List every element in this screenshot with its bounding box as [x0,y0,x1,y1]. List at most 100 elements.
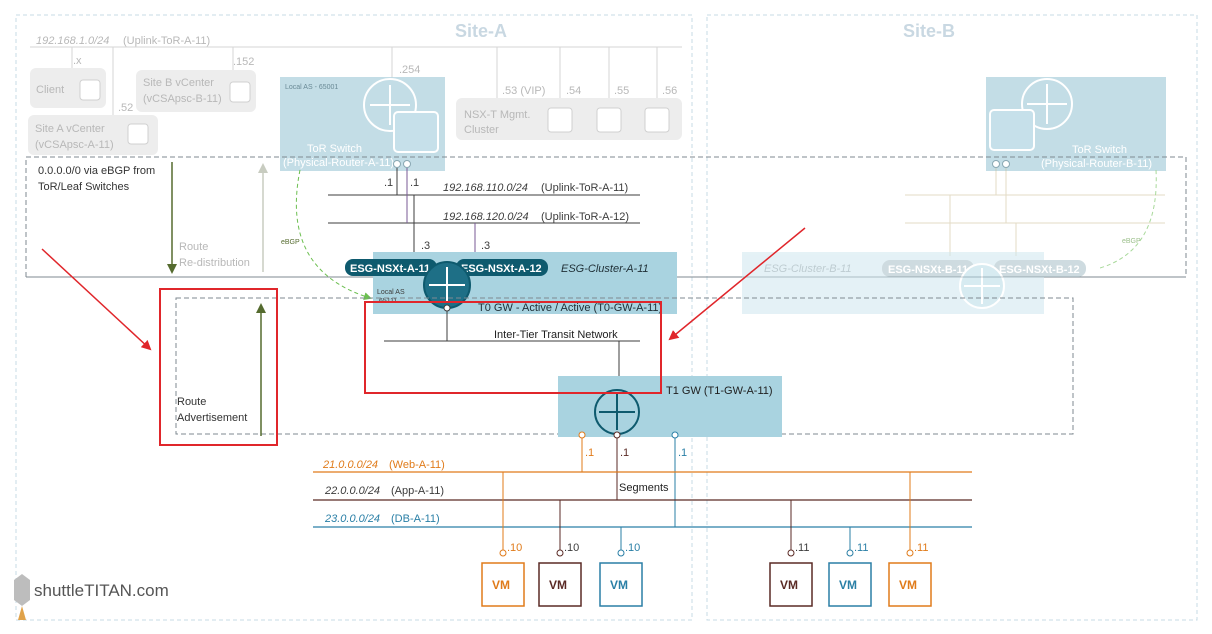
uplink-1-tor-ip: .1 [384,177,393,189]
esg-node-a12 [456,259,548,276]
esg-node-a12-label: ESG-NSXt-A-12 [461,263,542,275]
site-b-boundary: Site-B [706,14,1198,621]
vcenter-icon [127,123,149,145]
route-advertisement-highlight [159,288,278,446]
nsx-ip-54: .54 [566,85,581,97]
default-route-annotation: 0.0.0.0/0 via eBGP from ToR/Leaf Switche… [38,162,177,274]
vm-web-a[interactable]: .10 VM [481,542,525,607]
route-advertisement-line2: Advertisement [177,412,247,424]
site-a-boundary: Site-A [15,14,693,621]
db-segment-name: (DB-A-11) [391,513,440,525]
vm-label: VM [780,578,798,592]
default-route-line1: 0.0.0.0/0 via eBGP from [38,165,155,177]
vm-web-b[interactable]: .11 VM [888,542,932,607]
client-ip: .x [73,55,82,67]
vm-label: VM [610,578,628,592]
tor-b-host: (Physical-Router-B-11) [1041,158,1152,170]
vm-label: VM [549,578,567,592]
tor-switch-b: ToR Switch (Physical-Router-B-11) [986,77,1166,171]
site-b-title: Site-B [903,21,955,41]
db-segment-subnet: 23.0.0.0/24 [324,513,380,525]
shuttle-icon [14,574,30,606]
app-segment-name: (App-A-11) [391,485,444,497]
vm-ip: .10 [564,542,579,554]
site-b-vcenter-name: Site B vCenter [143,77,214,89]
default-route-line2: ToR/Leaf Switches [38,181,130,193]
shuttletitan-logo: shuttleTITAN.com [14,574,169,620]
switch-icon [393,111,439,153]
mgmt-network: 192.168.1.0/24 (Uplink-ToR-A-11) [30,35,682,118]
vm-db-b[interactable]: .11 VM [828,542,872,607]
vm-label: VM [839,578,857,592]
site-a-vcenter-host: (vCSApsc-A-11) [35,139,114,151]
tor-a-local-as: Local AS - 65001 [285,84,338,91]
nsx-cluster-name-2: Cluster [464,124,499,136]
vm-label: VM [899,578,917,592]
db-gw-ip: .1 [678,447,687,459]
ebgp-b-label: eBGP [1122,238,1141,245]
tor-b-name: ToR Switch [1072,144,1127,156]
redistribution-annotation: Route Re-distribution [179,163,268,272]
app-gw-ip: .1 [620,447,629,459]
callout-arrow-left [41,248,152,351]
vm-ip: .11 [914,542,928,554]
tor-a-name: ToR Switch [307,143,362,155]
tor-switch-a: Local AS - 65001 .254 ToR Switch (Physic… [280,64,445,171]
logo-text: shuttleTITAN.com [34,581,169,600]
web-segment-name: (Web-A-11) [389,459,445,471]
nsx-cluster-name: NSX-T Mgmt. [464,109,530,121]
esg-2-ip: .3 [481,240,490,252]
route-advertisement-annotation: Route Advertisement [159,288,278,446]
vm-app-a[interactable]: .10 VM [538,542,582,607]
t0-gateway-label: T0 GW - Active / Active (T0-GW-A-11) [478,302,662,314]
esg-node-b12-label: ESG-NSXt-B-12 [999,264,1080,276]
site-b-esg-panel: ESG-Cluster-B-11 ESG-NSXt-B-11 ESG-NSXt-… [742,252,1086,314]
vm-ip: .10 [625,542,640,554]
mgmt-network-name: (Uplink-ToR-A-11) [123,35,210,47]
vm-label: VM [492,578,510,592]
segments: 21.0.0.0/24 (Web-A-11) 22.0.0.0/24 (App-… [313,459,972,528]
esg-cluster-a-label: ESG-Cluster-A-11 [561,263,649,275]
tor-a-ip: .254 [399,64,420,76]
uplink-networks: 192.168.110.0/24 (Uplink-ToR-A-11) 192.1… [328,168,640,262]
uplink-2-name: (Uplink-ToR-A-12) [541,211,629,223]
manager-icon [644,107,670,133]
ebgp-a-label: eBGP [281,239,300,246]
tor-a-host: (Physical-Router-A-11) [283,157,394,169]
nsx-ip-55: .55 [614,85,629,97]
esg-node-a11-label: ESG-NSXt-A-11 [350,263,430,275]
t1-gateway-label: T1 GW (T1-GW-A-11) [666,385,773,397]
ebgp-peering-b [1099,169,1157,269]
site-b-vcenter-node: Site B vCenter (vCSApsc-B-11) .152 [136,56,256,112]
web-gw-ip: .1 [585,447,594,459]
t1-gateway: T1 GW (T1-GW-A-11) [558,376,782,439]
t0-local-as-line1: Local AS [377,289,405,296]
site-a-vcenter-ip: .52 [118,102,133,114]
router-icon [363,78,417,132]
transit-network: Inter-Tier Transit Network [384,304,640,386]
vcenter-icon [229,81,251,103]
esg-node-b11 [882,260,974,277]
vm-group: .10 VM .10 VM .10 VM .11 VM .11 VM [481,542,932,607]
route-advertisement-line1: Route [177,396,206,408]
uplink-2-tor-ip: .1 [410,177,419,189]
esg-cluster-b-label: ESG-Cluster-B-11 [764,263,852,275]
nsx-ip-56: .56 [662,85,677,97]
app-segment-subnet: 22.0.0.0/24 [324,485,380,497]
router-icon [1021,78,1073,130]
uplink-1-name: (Uplink-ToR-A-11) [541,182,628,194]
vm-ip: .11 [795,542,809,554]
client-node: Client .x [30,55,106,108]
site-a-vcenter-name: Site A vCenter [35,123,105,135]
nsx-mgmt-cluster: NSX-T Mgmt. Cluster .53 (VIP) .54 .55 .5… [456,85,682,140]
uplink-1-subnet: 192.168.110.0/24 [443,182,528,194]
vm-db-a[interactable]: .10 VM [599,542,643,607]
vm-ip: .10 [507,542,522,554]
vm-links [502,472,911,553]
esg-node-b12 [994,260,1086,277]
esg-node-b11-label: ESG-NSXt-B-11 [888,264,968,276]
vm-app-b[interactable]: .11 VM [769,542,813,607]
vm-ip: .11 [854,542,868,554]
site-b-vcenter-ip: .152 [233,56,254,68]
